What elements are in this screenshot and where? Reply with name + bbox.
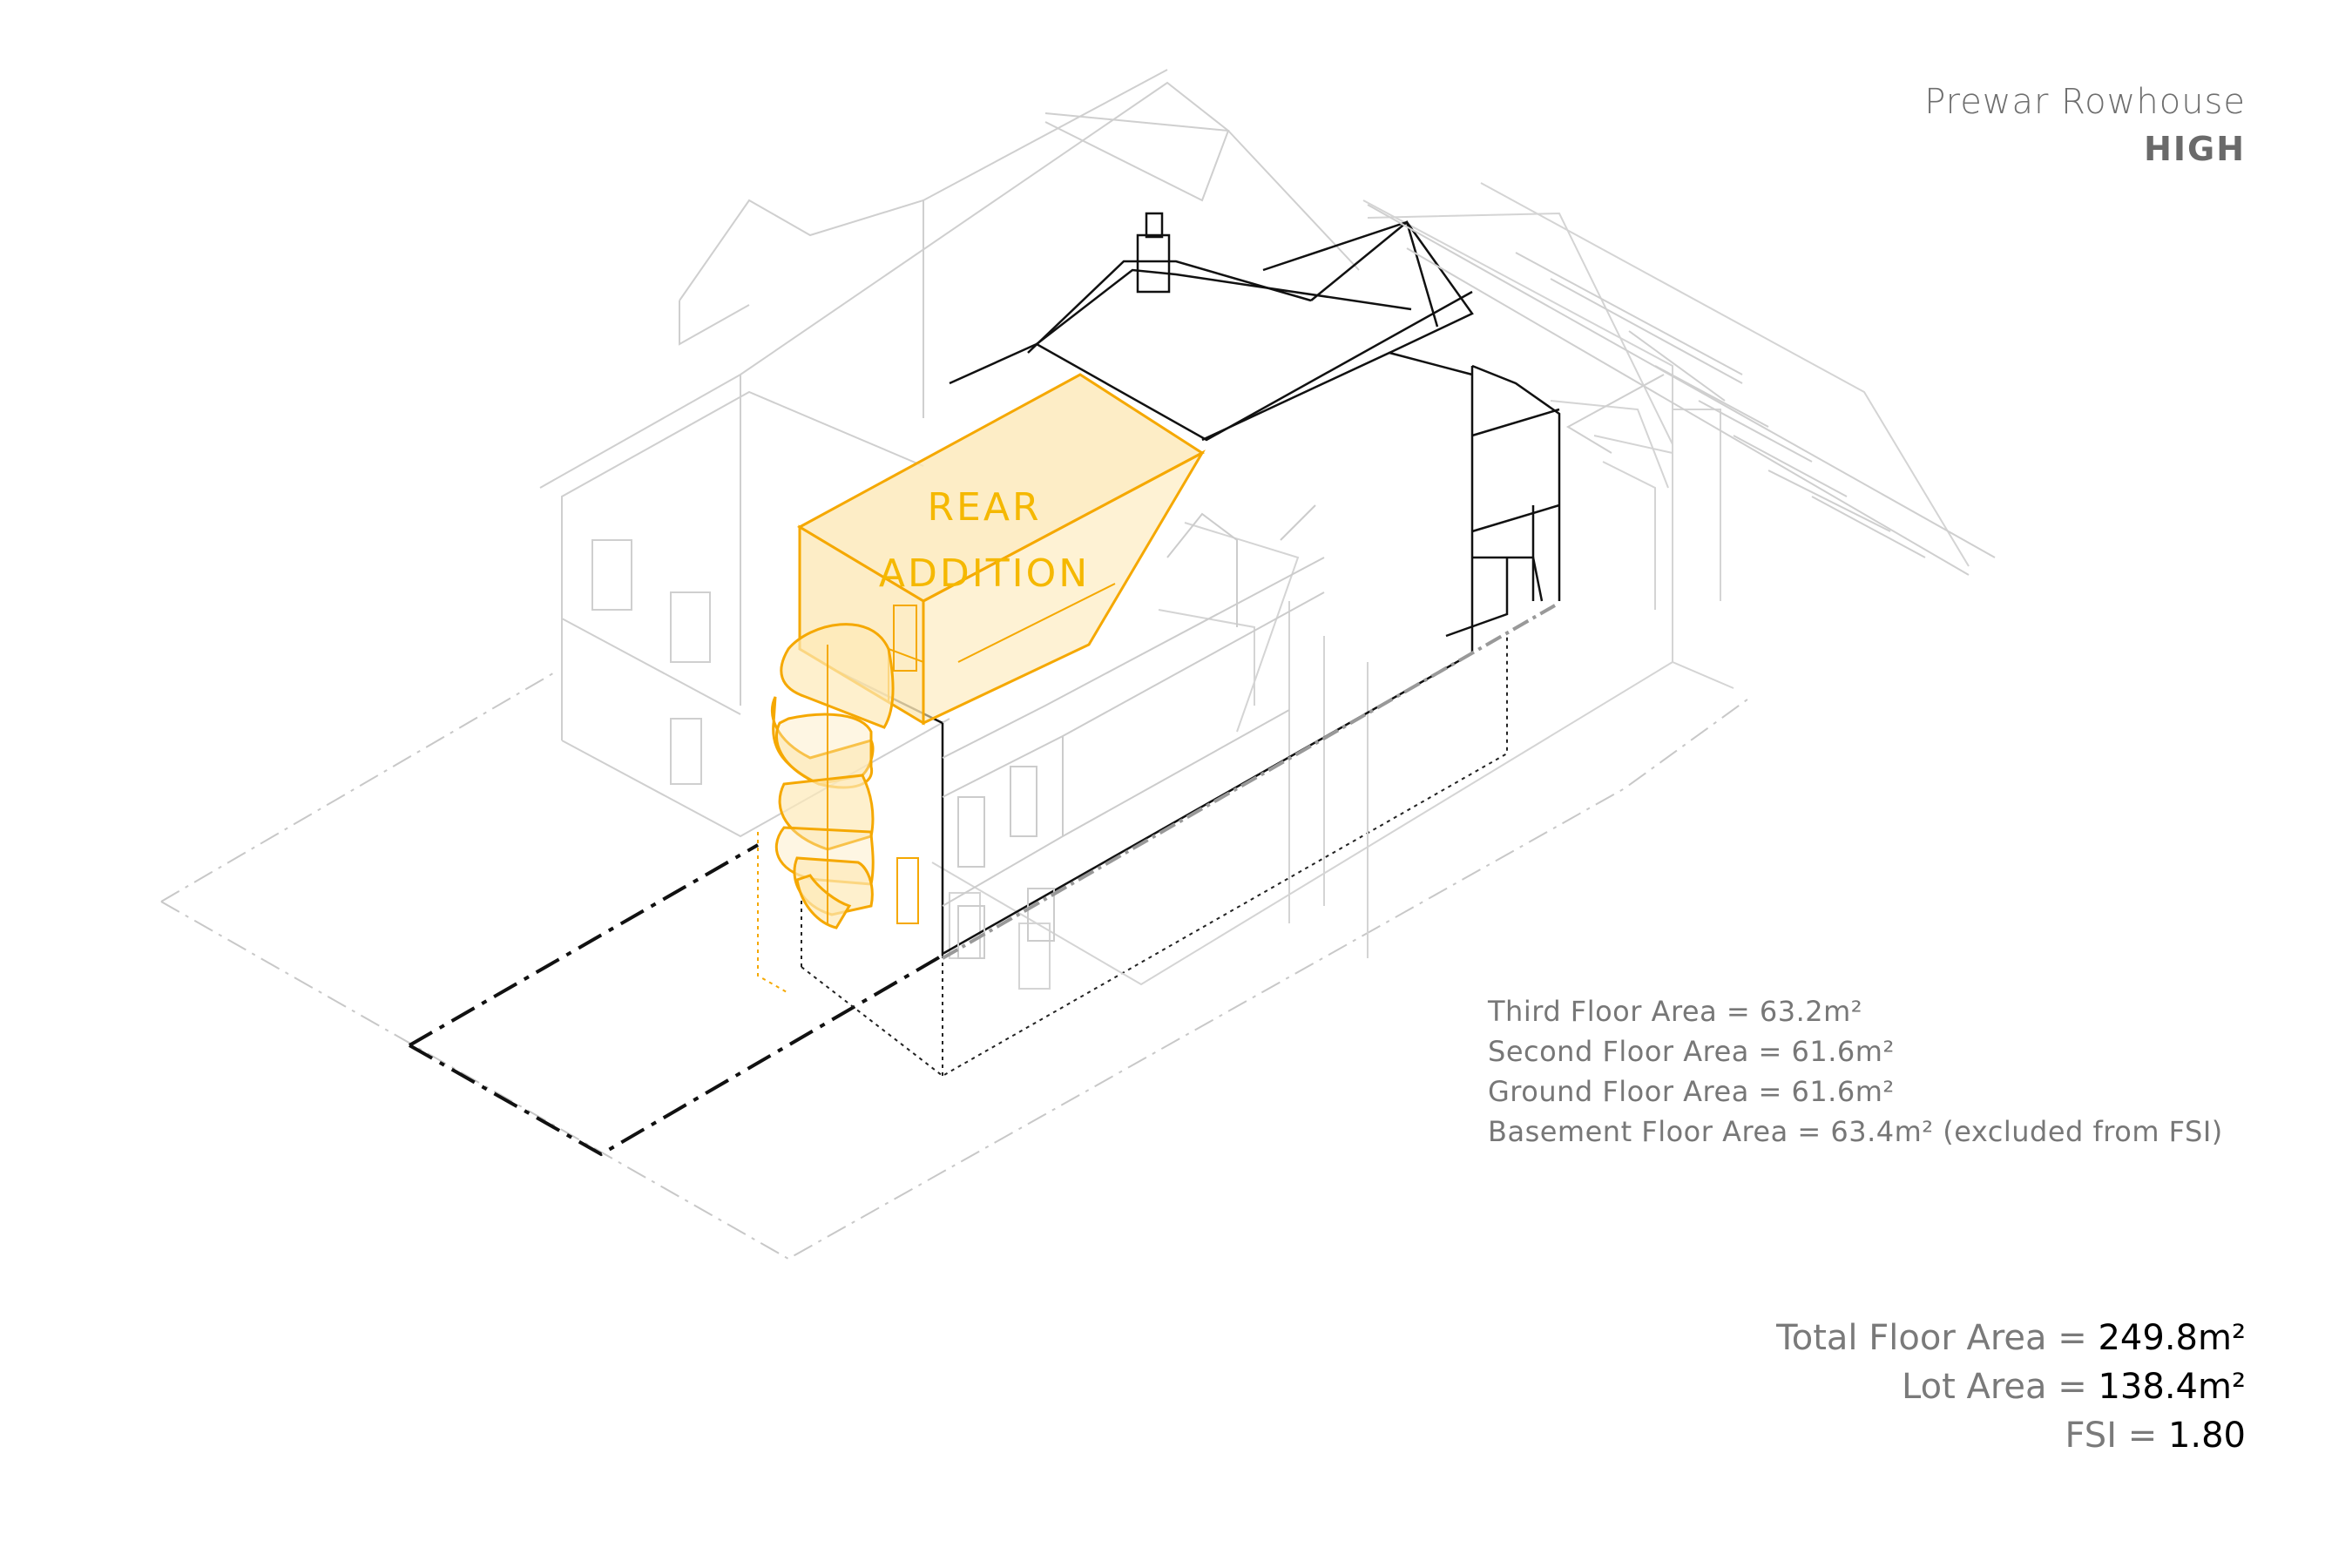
fsi: FSI = 1.80 [1776,1411,2247,1460]
lot-outline-neighbor [160,670,1752,1260]
total-floor-area: Total Floor Area = 249.8m² [1776,1314,2246,1362]
stair-base [795,874,852,929]
lot-area-value: 138.4m² [2098,1367,2246,1407]
basement-outline [801,632,1508,1078]
neighbor-house-right [931,182,1970,990]
spiral-stair [770,623,895,929]
lot-area: Lot Area = 138.4m² [1776,1362,2246,1411]
floor-area-second: Second Floor Area = 61.6m² [1488,1035,1895,1068]
total-floor-area-label: Total Floor Area = [1776,1318,2099,1358]
subject-house-details [942,504,1325,959]
street-grid [1367,204,1996,576]
floor-areas-list: Third Floor Area = 63.2m² Second Floor A… [1488,991,2223,1152]
fsi-value: 1.80 [2167,1416,2246,1456]
rear-addition-roof-line [957,583,1116,663]
building-type-title: Prewar Rowhouse [1924,82,2246,122]
rear-addition-door [893,605,917,672]
subject-lot-line [409,843,947,1157]
density-level: HIGH [2144,130,2246,168]
floor-area-third: Third Floor Area = 63.2m² [1488,995,1863,1028]
total-floor-area-value: 249.8m² [2098,1318,2246,1358]
basement-stair-outline [757,832,789,994]
floor-area-basement: Basement Floor Area = 63.4m² (excluded f… [1488,1115,2223,1148]
rear-addition-label-line2: ADDITION [878,551,1091,596]
ground-line [942,604,1556,960]
fsi-label: FSI = [2065,1416,2168,1456]
totals-summary: Total Floor Area = 249.8m² Lot Area = 13… [1776,1314,2246,1460]
rear-addition-label-line1: REAR [927,485,1042,530]
floor-area-ground: Ground Floor Area = 61.6m² [1488,1075,1895,1108]
lot-area-label: Lot Area = [1902,1367,2099,1407]
neighbor-house-left [539,69,1360,838]
rear-addition-label: REAR ADDITION [871,475,1098,607]
diagram-header: Prewar Rowhouse HIGH [1924,78,2246,172]
stair-ribbon-1 [780,623,895,729]
stair-post [827,645,919,924]
